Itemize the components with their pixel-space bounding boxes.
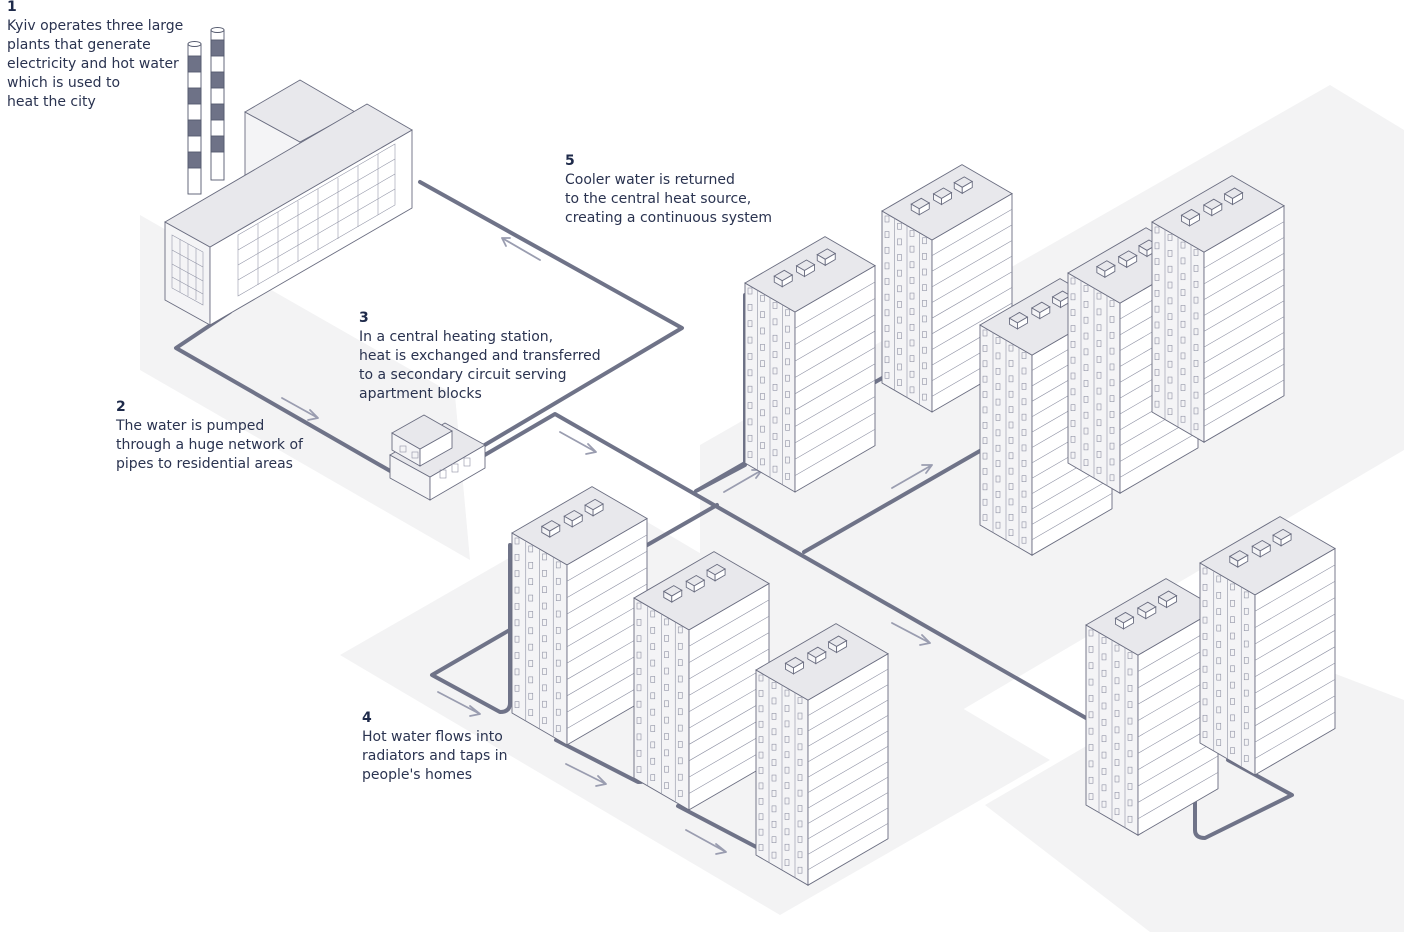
arrow-flow-8 [565, 763, 607, 787]
step-5-number: 5 [565, 153, 575, 169]
arrow-flow-9 [685, 829, 727, 855]
pipe-branch-south-east [1193, 658, 1294, 840]
pipe-branch-east [802, 446, 987, 554]
step-4-line: Hot water flows into [362, 729, 503, 745]
smokestack-left [187, 41, 202, 195]
apartment-block [755, 623, 889, 886]
apartment-block [1151, 175, 1285, 443]
arrow-flow-3 [559, 431, 597, 455]
smokestack-right [210, 27, 225, 181]
arrow-flow-1 [281, 397, 319, 421]
step-1-line: plants that generate [7, 37, 151, 53]
step-1-line: Kyiv operates three large [7, 18, 184, 34]
callout-step-1: 1 Kyiv operates three large plants that … [7, 0, 183, 112]
step-4-number: 4 [362, 710, 372, 726]
arrow-flow-6 [891, 622, 931, 646]
flow-arrows [281, 237, 933, 855]
step-3-line: to a secondary circuit serving [359, 367, 567, 383]
arrow-flow-2 [501, 237, 541, 261]
callout-step-2: 2 The water is pumped through a huge net… [116, 398, 303, 474]
apartment-block [511, 486, 648, 746]
step-5-line: to the central heat source, [565, 191, 752, 207]
arrow-flow-5 [891, 464, 933, 489]
apartment-block [744, 236, 876, 493]
step-4-line: people's homes [362, 767, 473, 783]
step-1-line: electricity and hot water [7, 56, 179, 72]
pipe-branch-south-1 [430, 503, 719, 714]
step-2-line: pipes to residential areas [116, 456, 293, 472]
step-4-line: radiators and taps in [362, 748, 508, 764]
callout-step-4: 4 Hot water flows into radiators and tap… [362, 709, 508, 785]
pipe-return-loop [418, 180, 684, 448]
step-5-line: creating a continuous system [565, 210, 773, 226]
apartment-blocks [511, 164, 1336, 886]
callout-step-3: 3 In a central heating station, heat is … [359, 309, 601, 404]
plant-hall-roof [164, 103, 413, 248]
step-1-line: which is used to [7, 75, 121, 91]
step-1-line: heat the city [7, 94, 96, 110]
step-3-line: heat is exchanged and transferred [359, 348, 601, 364]
step-1-number: 1 [7, 0, 17, 15]
step-2-line: The water is pumped [116, 418, 265, 434]
arrow-flow-7 [437, 691, 481, 717]
heating-station [389, 414, 486, 501]
callout-step-5: 5 Cooler water is returned to the centra… [565, 152, 772, 228]
plant-window-grid [171, 143, 396, 306]
apartment-block [1199, 516, 1336, 776]
step-2-number: 2 [116, 399, 126, 415]
step-3-number: 3 [359, 310, 369, 326]
pipe-secondary-main [481, 412, 1088, 720]
step-3-line: In a central heating station, [359, 329, 554, 345]
apartment-block [1085, 578, 1219, 836]
step-3-line: apartment blocks [359, 386, 482, 402]
step-2-line: through a huge network of [116, 437, 303, 453]
power-plant [164, 27, 413, 326]
apartment-block [633, 551, 770, 811]
step-5-line: Cooler water is returned [565, 172, 735, 188]
